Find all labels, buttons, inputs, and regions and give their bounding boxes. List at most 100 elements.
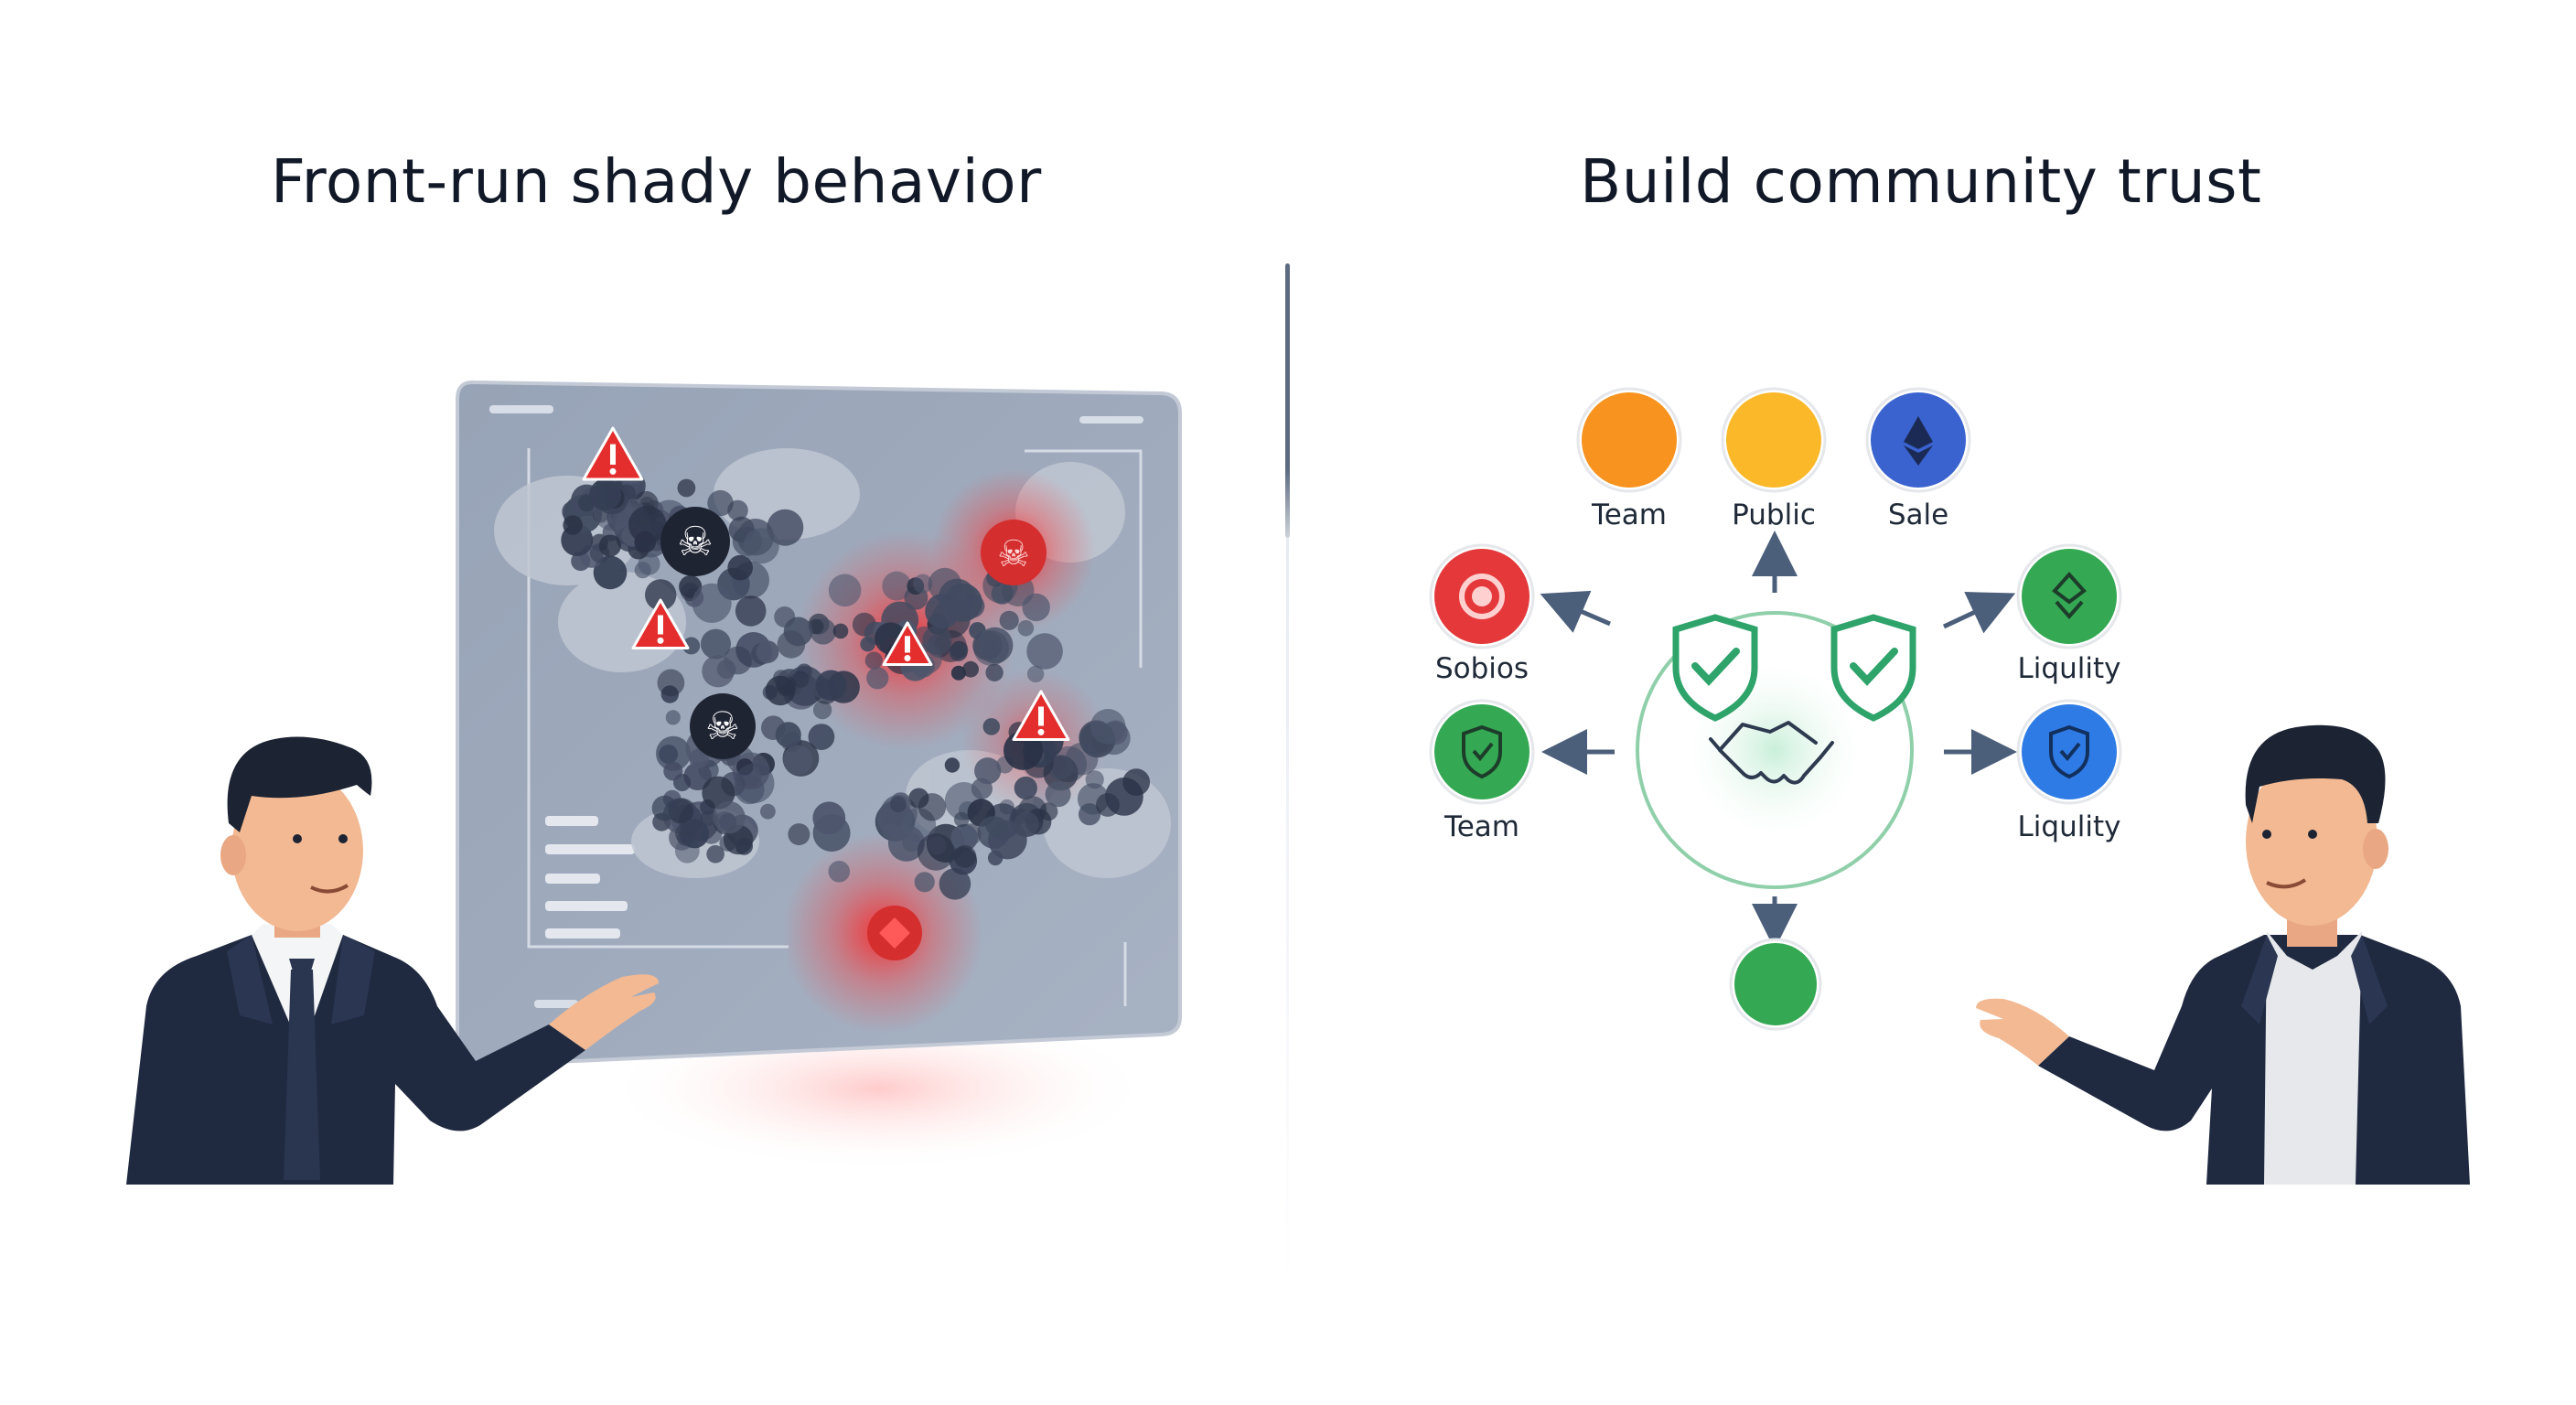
network-node	[707, 489, 734, 517]
node-team-top	[1576, 387, 1682, 493]
chip-icon	[1459, 574, 1505, 619]
network-node	[828, 574, 862, 607]
node-sobios	[1429, 543, 1535, 649]
network-node	[657, 669, 685, 697]
network-node	[783, 745, 813, 775]
network-node	[645, 579, 677, 611]
network-node	[1122, 768, 1151, 796]
network-node	[689, 748, 709, 769]
node-label-liquidity-top: Liqulity	[2017, 652, 2121, 685]
network-node	[977, 816, 1010, 849]
network-node	[866, 667, 889, 690]
node-sale	[1865, 387, 1971, 493]
network-node	[949, 642, 968, 661]
network-node	[675, 822, 697, 845]
arrow-up-left	[1540, 590, 1611, 633]
left-heading: Front-run shady behavior	[271, 146, 1042, 217]
network-node	[918, 793, 947, 821]
network-node	[735, 595, 767, 627]
network-node	[1017, 620, 1035, 637]
skull-marker-red: ☠	[981, 520, 1046, 585]
network-node	[950, 824, 978, 852]
network-node	[665, 710, 681, 725]
network-node	[593, 555, 628, 590]
network-node	[944, 757, 961, 773]
node-label-sobios: Sobios	[1434, 652, 1530, 685]
network-node	[1089, 709, 1126, 745]
network-node	[890, 796, 907, 813]
network-node	[1014, 776, 1037, 800]
network-node	[651, 795, 678, 821]
network-node	[677, 478, 696, 498]
token-nodes	[1429, 387, 2122, 1031]
node-label-team-left: Team	[1444, 810, 1519, 843]
network-node	[756, 640, 779, 663]
node-team-left	[1429, 699, 1535, 805]
network-node	[864, 651, 883, 670]
arrow-up-right	[1942, 592, 2016, 634]
network-node	[1047, 755, 1074, 780]
network-node	[760, 803, 776, 820]
network-node	[701, 628, 731, 660]
shield-check-icon	[1672, 614, 1758, 722]
shield-check-icon	[1830, 614, 1916, 722]
network-node	[985, 663, 1004, 681]
node-label-sale: Sale	[1887, 499, 1949, 531]
network-node	[913, 574, 933, 594]
network-node	[1022, 593, 1050, 622]
network-node	[1014, 811, 1039, 837]
divider-fade	[1286, 538, 1289, 1288]
node-public	[1721, 387, 1827, 493]
network-node	[775, 722, 801, 748]
presenter-left	[126, 736, 659, 1185]
gem-icon	[2052, 571, 2087, 620]
skull-icon: ☠	[997, 533, 1030, 575]
network-node	[987, 850, 1004, 866]
network-node	[812, 801, 846, 835]
node-bottom	[1729, 938, 1822, 1031]
network-node	[589, 478, 621, 511]
network-node	[663, 761, 683, 781]
network-node	[727, 554, 753, 581]
network-node	[928, 567, 962, 602]
network-node	[716, 660, 736, 679]
network-node	[982, 718, 1001, 735]
node-label-liquidity-bottom: Liqulity	[2017, 810, 2121, 843]
network-node-clusters	[561, 470, 1151, 900]
node-liquidity-bottom	[2016, 699, 2122, 805]
network-node	[1096, 793, 1120, 817]
target-marker	[867, 906, 922, 960]
shield-check-icon	[1462, 724, 1502, 779]
network-node	[659, 745, 679, 764]
warning-icon	[631, 598, 690, 649]
network-node	[713, 800, 746, 834]
network-node	[702, 776, 735, 810]
handshake-icon	[1709, 721, 1834, 785]
shield-check-icon	[2049, 724, 2089, 779]
skull-marker-2: ☠	[690, 693, 756, 759]
network-node	[922, 625, 952, 656]
node-label-team-top: Team	[1592, 499, 1667, 531]
presenter-right	[1976, 724, 2470, 1185]
node-liquidity-top	[2016, 543, 2122, 649]
network-node	[828, 861, 851, 883]
network-node	[563, 515, 583, 535]
network-node	[902, 832, 921, 852]
network-node	[788, 823, 810, 846]
network-node	[682, 637, 701, 655]
network-node	[815, 670, 847, 702]
network-node	[953, 844, 977, 868]
network-node	[939, 868, 971, 900]
network-node	[743, 528, 779, 564]
network-node	[692, 583, 732, 624]
network-node	[914, 872, 935, 893]
network-node	[953, 811, 970, 828]
network-node	[1045, 781, 1071, 808]
skull-icon: ☠	[677, 519, 713, 565]
network-node	[973, 630, 1009, 666]
center-divider	[1285, 263, 1290, 538]
network-node	[999, 610, 1019, 630]
network-node	[917, 833, 955, 871]
